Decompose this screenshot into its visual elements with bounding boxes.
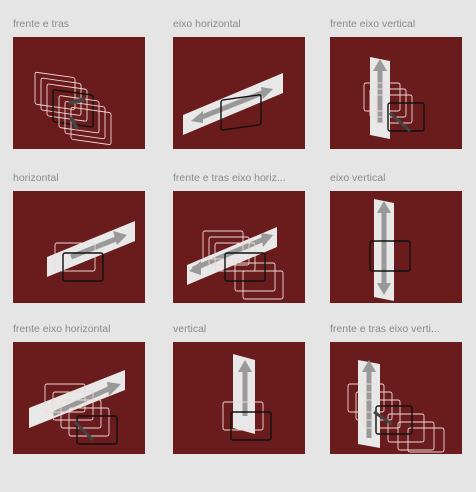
tile-vertical[interactable]: vertical bbox=[173, 322, 305, 454]
tile-label: eixo horizontal bbox=[173, 18, 241, 30]
tile-horizontal[interactable]: horizontal bbox=[13, 171, 145, 303]
tile-frente-eixo-vertical[interactable]: frente eixo vertical bbox=[330, 17, 462, 149]
horizontal-axis-icon[interactable] bbox=[173, 37, 305, 149]
tile-label: horizontal bbox=[13, 172, 59, 184]
vertical-icon[interactable] bbox=[173, 342, 305, 454]
front-back-horizontal-axis-icon[interactable] bbox=[173, 191, 305, 303]
tile-label: frente e tras bbox=[13, 18, 70, 30]
tile-frente-eixo-horizontal[interactable]: frente eixo horizontal bbox=[13, 322, 145, 454]
tile-label: vertical bbox=[173, 323, 207, 335]
tile-eixo-horizontal[interactable]: eixo horizontal bbox=[173, 17, 305, 149]
front-horizontal-axis-icon[interactable] bbox=[13, 342, 145, 454]
front-back-vertical-axis-icon[interactable] bbox=[330, 342, 462, 454]
tile-label: frente e tras eixo horiz... bbox=[173, 172, 286, 184]
front-vertical-axis-icon[interactable] bbox=[330, 37, 462, 149]
tile-label: frente e tras eixo verti... bbox=[330, 323, 440, 335]
tile-label: eixo vertical bbox=[330, 172, 386, 184]
tile-label: frente eixo vertical bbox=[330, 18, 416, 30]
tile-frente-e-tras-eixo-horizontal[interactable]: frente e tras eixo horiz... bbox=[173, 171, 305, 303]
tile-label: frente eixo horizontal bbox=[13, 323, 111, 335]
tile-frente-e-tras-eixo-vertical[interactable]: frente e tras eixo verti... bbox=[330, 322, 462, 454]
front-back-icon[interactable] bbox=[13, 37, 145, 149]
tile-frente-e-tras[interactable]: frente e tras bbox=[13, 17, 145, 149]
horizontal-icon[interactable] bbox=[13, 191, 145, 303]
vertical-axis-icon[interactable] bbox=[330, 191, 462, 303]
tile-eixo-vertical[interactable]: eixo vertical bbox=[330, 171, 462, 303]
